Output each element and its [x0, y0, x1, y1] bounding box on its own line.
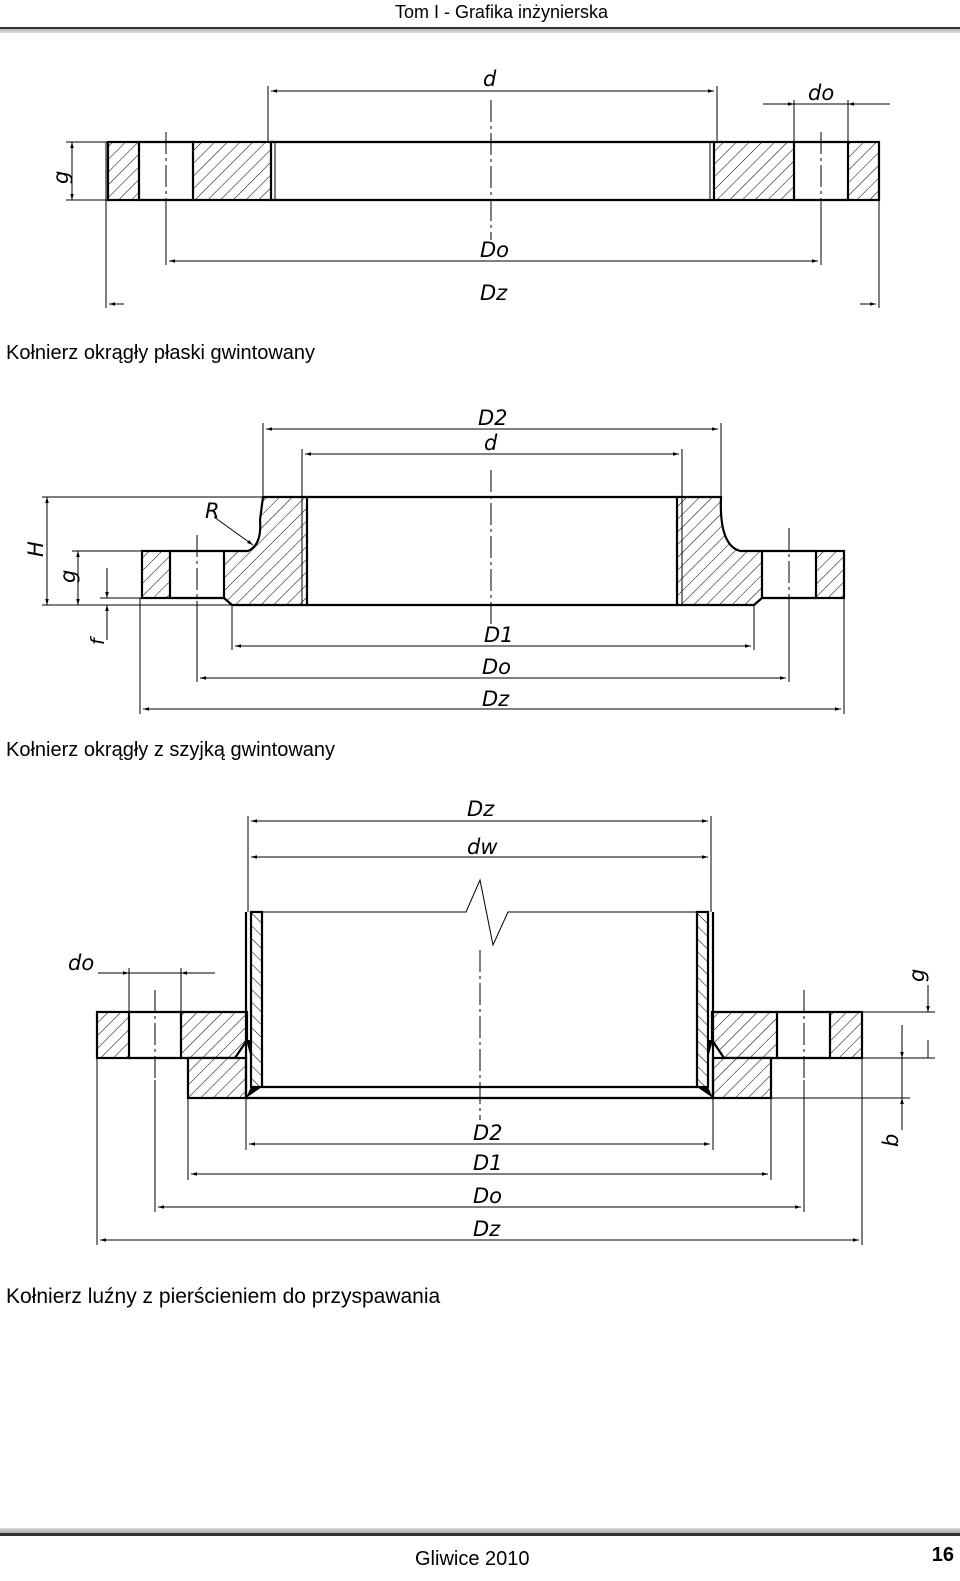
- fig2-label-H: H: [24, 541, 48, 557]
- fig2-section-right-outer: [814, 549, 846, 600]
- fig3-label-D1: D1: [473, 1151, 503, 1175]
- fig2-section-left-hub: [222, 495, 309, 607]
- figure-2-neck-flange: D2 d R H g f D1 Do Dz: [24, 406, 846, 714]
- figure-3-loose-flange: Dz dw do g b D2 D1 Do Dz: [68, 797, 935, 1245]
- fig3-label-Do: Do: [473, 1184, 502, 1208]
- fig3-label-g: g: [905, 969, 929, 982]
- fig3-weld-ring-right: [711, 1056, 773, 1100]
- fig3-pipe-wall-left: [249, 910, 264, 1089]
- fig1-section-right-inner: [712, 140, 796, 202]
- footer-rule: [0, 1528, 960, 1536]
- fig2-label-Dz: Dz: [482, 687, 510, 711]
- fig2-section-right-hub: [675, 495, 764, 607]
- fig2-label-f: f: [87, 635, 109, 645]
- fig3-section-right-inner: [710, 1010, 779, 1060]
- fig3-section-left-outer: [95, 1010, 131, 1060]
- fig2-label-D1: D1: [484, 623, 514, 647]
- fig1-label-Dz: Dz: [480, 281, 508, 305]
- fig1-label-g: g: [49, 171, 73, 184]
- fig3-pipe-wall-right: [695, 910, 710, 1089]
- fig2-label-g: g: [56, 570, 80, 583]
- page-number: 16: [931, 1544, 954, 1566]
- fig3-label-do: do: [68, 951, 94, 975]
- fig1-label-Do: Do: [480, 238, 509, 262]
- fig1-section-left-outer: [106, 140, 141, 202]
- fig3-label-dw: dw: [467, 835, 498, 859]
- fig2-label-Do: Do: [482, 655, 511, 679]
- fig2-label-d: d: [484, 431, 498, 455]
- fig3-label-Dz: Dz: [473, 1217, 501, 1241]
- figure-2-caption: Kołnierz okrągły z szyjką gwintowany: [6, 739, 336, 761]
- fig2-label-R: R: [205, 499, 220, 523]
- header-rule: [0, 27, 960, 33]
- figure-1-flat-flange: d do g Do Dz: [49, 67, 890, 308]
- page-header-title: Tom I - Grafika inżynierska: [394, 2, 608, 22]
- fig3-label-D2: D2: [473, 1121, 503, 1145]
- fig3-label-b: b: [879, 1134, 903, 1147]
- fig1-label-do: do: [808, 81, 834, 105]
- fig1-section-left-inner: [191, 140, 273, 202]
- fig3-label-Dz-top: Dz: [467, 797, 495, 821]
- fig3-weld-ring-left: [186, 1056, 248, 1100]
- fig1-label-d: d: [483, 67, 497, 91]
- figure-3-caption: Kołnierz luźny z pierścieniem do przyspa…: [6, 1285, 441, 1308]
- figure-1-caption: Kołnierz okrągły płaski gwintowany: [6, 342, 316, 364]
- fig1-section-right-outer: [846, 140, 881, 202]
- fig2-label-D2: D2: [478, 406, 508, 430]
- footer-text: Gliwice 2010: [415, 1548, 530, 1570]
- fig3-section-left-inner: [179, 1010, 249, 1060]
- fig3-section-right-outer: [828, 1010, 864, 1060]
- fig2-section-left-outer: [140, 549, 172, 600]
